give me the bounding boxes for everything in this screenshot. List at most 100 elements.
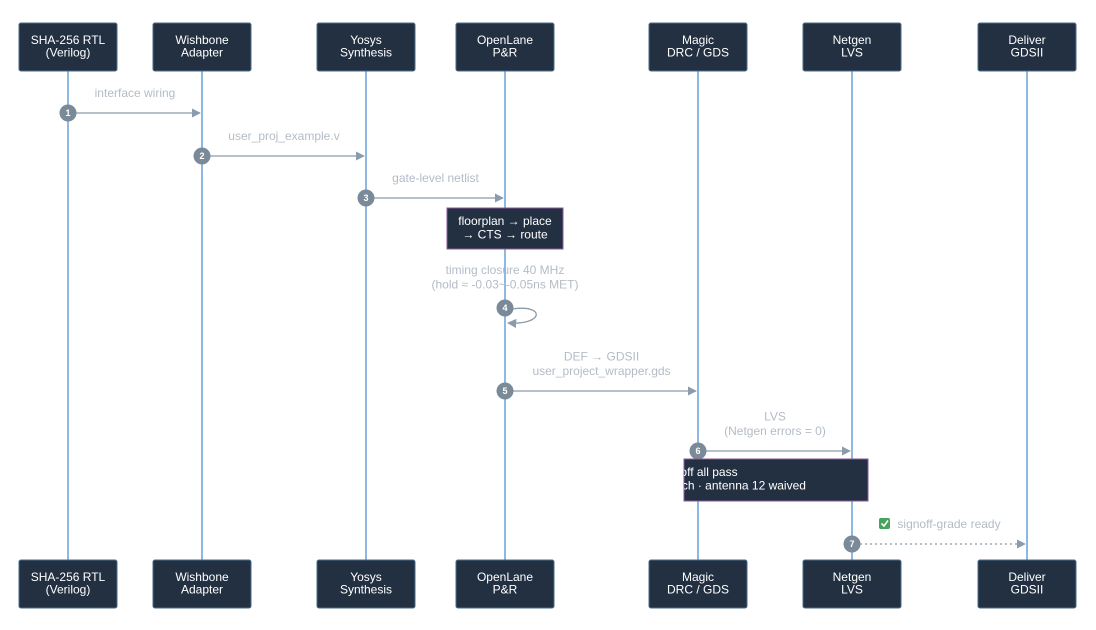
- message-1: interface wiring 1: [59, 86, 201, 122]
- sequence-number: 7: [849, 539, 854, 549]
- note-box: [446, 207, 564, 250]
- actor-box: [455, 559, 555, 609]
- message-1-label-line-1: interface wiring: [95, 86, 176, 100]
- actor-deliver-label-line-2: GDSII: [1011, 583, 1044, 597]
- actor-magic-label-line-1: Magic: [682, 570, 714, 584]
- actor-box: [977, 559, 1077, 609]
- note-1-label-line-2: → CTS → route: [462, 228, 548, 242]
- actor-rtl-top: SHA-256 RTL(Verilog): [18, 22, 118, 72]
- message-4: timing closure 40 MHz(hold ≈ -0.03~-0.05…: [432, 263, 579, 328]
- message-7: signoff-grade ready 7: [843, 517, 1026, 553]
- lifelines: [67, 71, 1028, 560]
- message-3-label-line-1: gate-level netlist: [392, 171, 479, 185]
- actor-deliver-label-line-2: GDSII: [1011, 46, 1044, 60]
- sequence-number: 3: [363, 193, 368, 203]
- actor-yosys-label-line-2: Synthesis: [340, 583, 392, 597]
- actor-rtl-bottom: SHA-256 RTL(Verilog): [18, 559, 118, 609]
- message-6: LVS(Netgen errors = 0) 6: [689, 410, 851, 460]
- actor-box: [802, 559, 902, 609]
- sequence-number-badge: [59, 104, 77, 122]
- message-2-label-line-1: user_proj_example.v: [228, 129, 339, 143]
- message-4-label-line-1: timing closure 40 MHz: [446, 263, 565, 277]
- check-icon-mark: [880, 520, 889, 528]
- actor-rtl-label-line-1: SHA-256 RTL: [31, 33, 106, 47]
- actor-box: [648, 559, 748, 609]
- self-loop-arrow: [507, 307, 537, 328]
- message-5-label-line-2: user_project_wrapper.gds: [532, 364, 670, 378]
- actor-box: [648, 22, 748, 72]
- sequence-number: 4: [502, 303, 507, 313]
- actor-box: [455, 22, 555, 72]
- sequence-number-badge: [496, 382, 514, 400]
- actor-openlane-label-line-1: OpenLane: [477, 570, 533, 584]
- note-box: [683, 458, 869, 502]
- messages: interface wiring 1 user_proj_example.v 2 gat…: [59, 86, 1026, 553]
- actor-netgen-label-line-2: LVS: [841, 583, 863, 597]
- actor-yosys-label-line-1: Yosys: [350, 33, 382, 47]
- actor-rtl-label-line-2: (Verilog): [46, 583, 91, 597]
- actor-openlane-label-line-2: P&R: [493, 46, 518, 60]
- actor-netgen-label-line-2: LVS: [841, 46, 863, 60]
- message-7-label-line-1: signoff-grade ready: [897, 517, 1000, 531]
- actor-box: [18, 22, 118, 72]
- actor-wb-label-line-1: Wishbone: [175, 33, 229, 47]
- actor-wb-label-line-2: Adapter: [181, 46, 223, 60]
- actor-box: [316, 22, 416, 72]
- sequence-number-badge: [843, 535, 861, 553]
- actor-deliver-label-line-1: Deliver: [1008, 570, 1045, 584]
- actor-box: [316, 559, 416, 609]
- sequence-number-badge: [496, 299, 514, 317]
- actor-yosys-label-line-2: Synthesis: [340, 46, 392, 60]
- sequence-number-badge: [357, 189, 375, 207]
- message-4-label-line-2: (hold ≈ -0.03~-0.05ns MET): [432, 278, 579, 292]
- message-6-label-line-1: LVS: [764, 410, 786, 424]
- actor-box: [152, 559, 252, 609]
- message-3: gate-level netlist 3: [357, 171, 504, 207]
- actor-box: [977, 22, 1077, 72]
- sequence-number: 5: [502, 386, 507, 396]
- actor-rtl-label-line-2: (Verilog): [46, 46, 91, 60]
- sequence-number-badge: [689, 442, 707, 460]
- message-6-label-line-2: (Netgen errors = 0): [724, 424, 826, 438]
- check-icon: [879, 518, 890, 529]
- actor-box: [152, 22, 252, 72]
- actor-netgen-label-line-1: Netgen: [833, 570, 872, 584]
- message-2: user_proj_example.v 2: [193, 129, 365, 165]
- note-1: floorplan → place→ CTS → route: [446, 207, 564, 250]
- note-2-label-line-1: signoff all pass: [658, 465, 737, 479]
- note-2-label-line-2: DRC 0 · LVS match · antenna 12 waived: [590, 479, 806, 493]
- actor-wb-label-line-2: Adapter: [181, 583, 223, 597]
- actor-box: [802, 22, 902, 72]
- actor-openlane-label-line-2: P&R: [493, 583, 518, 597]
- sequence-number: 2: [199, 151, 204, 161]
- actor-openlane-label-line-1: OpenLane: [477, 33, 533, 47]
- actor-magic-label-line-2: DRC / GDS: [667, 46, 729, 60]
- actor-netgen-label-line-1: Netgen: [833, 33, 872, 47]
- note-1-label-line-1: floorplan → place: [458, 214, 552, 228]
- actor-deliver-label-line-1: Deliver: [1008, 33, 1045, 47]
- actor-wb-label-line-1: Wishbone: [175, 570, 229, 584]
- actor-rtl-label-line-1: SHA-256 RTL: [31, 570, 106, 584]
- sequence-number: 6: [695, 446, 700, 456]
- actor-box: [18, 559, 118, 609]
- sequence-number-badge: [193, 147, 211, 165]
- actor-magic-label-line-2: DRC / GDS: [667, 583, 729, 597]
- sequence-number: 1: [65, 108, 70, 118]
